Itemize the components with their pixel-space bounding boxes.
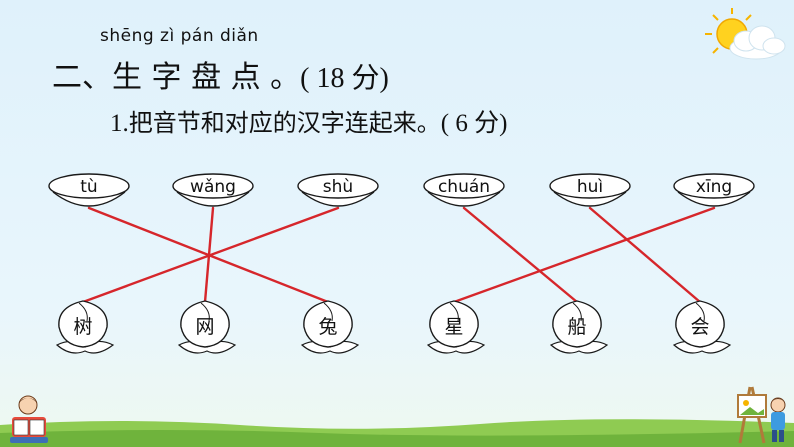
connection-lines [81, 206, 716, 304]
connection-line-5 [588, 206, 702, 304]
hanzi-peach-6[interactable]: 会 [672, 300, 732, 354]
pinyin-label: chuán [438, 177, 490, 197]
section-pinyin: shēng zì pán diǎn [100, 26, 259, 46]
easel-child-icon [737, 386, 786, 444]
pinyin-bowl-6[interactable]: xīng [673, 173, 755, 207]
question-points: ( 6 分) [440, 110, 508, 137]
hanzi-label: 会 [690, 316, 709, 338]
pinyin-bowl-1[interactable]: tù [48, 173, 130, 207]
question-text: 把音节和对应的汉字连起来。 [128, 109, 441, 137]
hanzi-peach-1[interactable]: 树 [55, 300, 115, 354]
hanzi-row: 树网兔星船会 [55, 300, 732, 354]
pinyin-bowl-4[interactable]: chuán [423, 173, 505, 207]
connection-line-3 [81, 206, 340, 304]
hanzi-label: 网 [195, 316, 214, 338]
section-score: ( 18 分) [300, 63, 389, 94]
reading-child-icon [10, 395, 48, 443]
connection-line-4 [462, 206, 579, 304]
question-prompt: 1.把音节和对应的汉字连起来。( 6 分) [110, 103, 507, 139]
section-title: 二、生 字 盘 点 。( 18 分) [52, 52, 389, 96]
pinyin-bowl-2[interactable]: wǎng [172, 173, 254, 207]
hanzi-peach-5[interactable]: 船 [549, 300, 609, 354]
connection-line-6 [452, 206, 716, 304]
pinyin-label: huì [577, 177, 603, 197]
ground-decoration [0, 419, 794, 447]
pinyin-row: tù wǎng shù chuán huì xīng [48, 173, 755, 207]
question-number: 1. [110, 110, 129, 137]
hanzi-label: 船 [567, 316, 586, 338]
section-title-text: 二、生 字 盘 点 。 [52, 60, 301, 95]
pinyin-label: wǎng [190, 177, 236, 197]
hanzi-label: 兔 [318, 316, 337, 338]
hanzi-peach-2[interactable]: 网 [177, 300, 237, 354]
pinyin-bowl-5[interactable]: huì [549, 173, 631, 207]
hanzi-peach-3[interactable]: 兔 [300, 300, 360, 354]
pinyin-label: shù [323, 177, 353, 197]
hanzi-label: 树 [73, 316, 92, 338]
hanzi-peach-4[interactable]: 星 [426, 300, 486, 354]
pinyin-label: xīng [696, 177, 732, 197]
sun-cloud-icon [705, 8, 786, 60]
pinyin-label: tù [80, 177, 97, 197]
hanzi-label: 星 [444, 316, 463, 338]
pinyin-bowl-3[interactable]: shù [297, 173, 379, 207]
